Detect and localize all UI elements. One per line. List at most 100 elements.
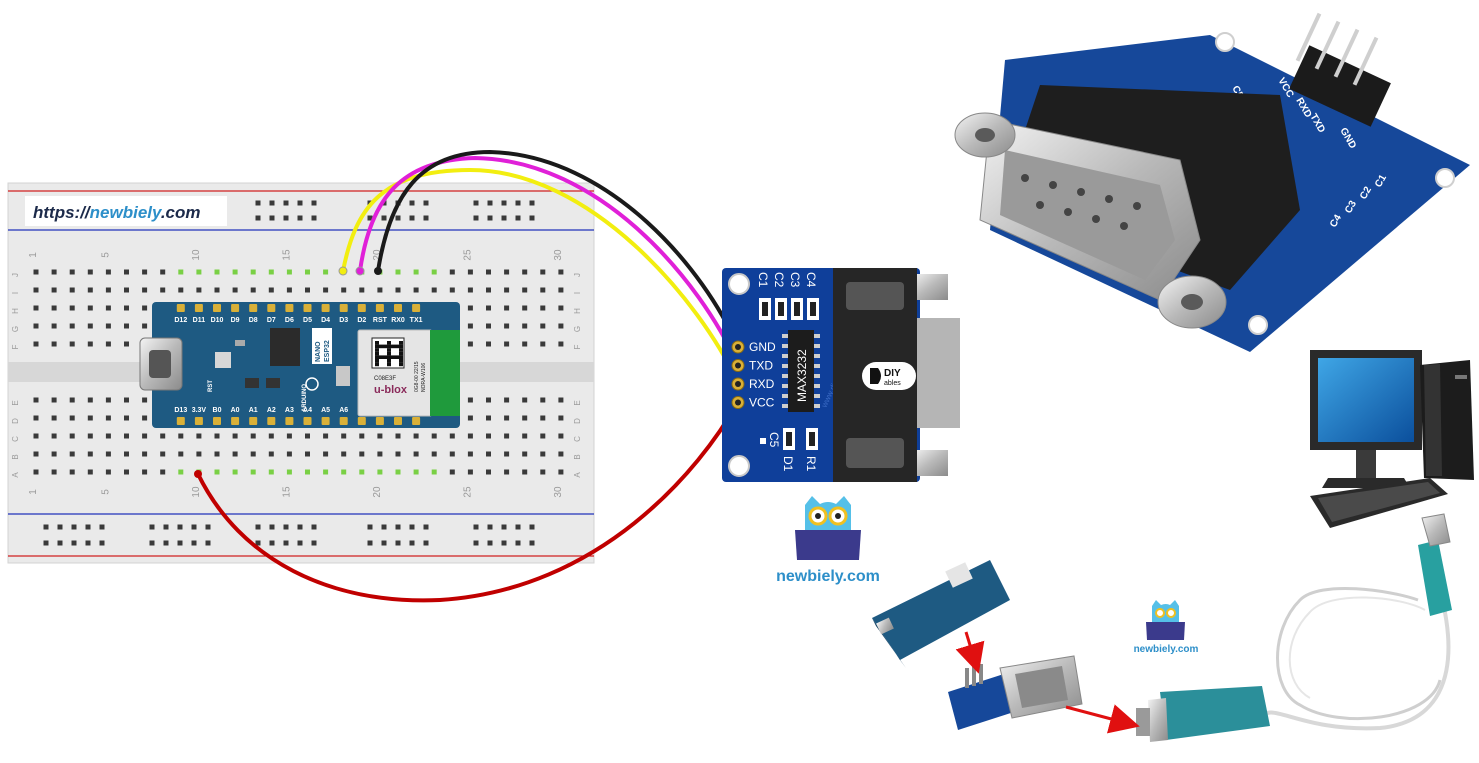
breadboard-hole bbox=[124, 469, 129, 475]
breadboard-hole bbox=[105, 269, 111, 275]
breadboard-hole bbox=[142, 323, 148, 329]
rail-hole bbox=[501, 215, 507, 221]
c5-label: C5 bbox=[767, 432, 781, 448]
breadboard-hole bbox=[486, 323, 491, 329]
breadboard-hole bbox=[69, 305, 75, 311]
breadboard-hole bbox=[341, 451, 347, 457]
chip-model: NORA-W106 bbox=[421, 363, 427, 392]
breadboard-hole bbox=[232, 469, 238, 475]
breadboard-hole bbox=[341, 287, 347, 293]
breadboard-hole bbox=[486, 415, 491, 421]
rail-hole bbox=[395, 524, 401, 530]
breadboard-hole bbox=[522, 415, 528, 421]
rail-hole bbox=[283, 200, 289, 206]
breadboard-hole bbox=[540, 397, 546, 403]
breadboard-hole bbox=[214, 269, 220, 275]
breadboard-hole bbox=[522, 287, 528, 293]
arduino-pin-label: RX0 bbox=[391, 317, 405, 324]
owl-mascot-icon bbox=[795, 496, 861, 560]
breadboard-hole bbox=[486, 469, 491, 475]
breadboard-hole bbox=[142, 397, 148, 403]
arduino-pin-label: A3 bbox=[285, 407, 294, 414]
column-number: 15 bbox=[281, 486, 292, 498]
breadboard-hole bbox=[286, 469, 292, 475]
capacitor-label: C1 bbox=[756, 272, 770, 288]
rail-hole bbox=[501, 524, 507, 530]
breadboard-hole bbox=[395, 451, 401, 457]
breadboard-hole bbox=[395, 469, 401, 475]
breadboard-hole bbox=[449, 433, 455, 439]
row-letter: J bbox=[11, 273, 20, 277]
chip-label: MAX3232 bbox=[795, 349, 809, 402]
breadboard-hole bbox=[377, 433, 383, 439]
breadboard-hole bbox=[522, 341, 528, 347]
breadboard-hole bbox=[124, 341, 129, 347]
arduino-pin-label: 3.3V bbox=[192, 407, 207, 414]
breadboard-hole bbox=[486, 269, 491, 275]
breadboard-hole bbox=[232, 287, 238, 293]
reset-button bbox=[215, 352, 231, 368]
breadboard-hole bbox=[395, 269, 401, 275]
badge-prefix: https:// bbox=[33, 203, 92, 222]
breadboard-hole bbox=[522, 323, 528, 329]
breadboard-hole bbox=[540, 469, 546, 475]
breadboard-hole bbox=[395, 287, 401, 293]
breadboard-hole bbox=[268, 451, 274, 457]
breadboard-hole bbox=[467, 469, 473, 475]
breadboard-hole bbox=[124, 397, 129, 403]
arduino-pin-label: D6 bbox=[285, 317, 294, 324]
website-badge: https://newbiely.com bbox=[25, 196, 227, 226]
arduino-pin-label: D4 bbox=[321, 317, 330, 324]
rail-hole bbox=[395, 215, 401, 221]
breadboard-hole bbox=[504, 433, 510, 439]
row-letter: C bbox=[11, 436, 20, 442]
breadboard-hole bbox=[504, 415, 510, 421]
rail-hole bbox=[269, 200, 275, 206]
breadboard-hole bbox=[105, 305, 111, 311]
usb-serial-cable-icon bbox=[1136, 513, 1452, 742]
breadboard-hole bbox=[51, 469, 57, 475]
breadboard-hole bbox=[286, 287, 292, 293]
breadboard-hole bbox=[286, 451, 292, 457]
breadboard-hole bbox=[522, 397, 528, 403]
arduino-pin-label: D13 bbox=[174, 407, 187, 414]
breadboard-hole bbox=[160, 469, 166, 475]
breadboard-hole bbox=[196, 433, 202, 439]
breadboard-hole bbox=[540, 323, 546, 329]
rail-hole bbox=[515, 540, 521, 546]
badge-name: newbiely bbox=[90, 203, 163, 222]
rail-hole bbox=[515, 215, 521, 221]
breadboard-hole bbox=[178, 287, 184, 293]
breadboard-hole bbox=[69, 433, 75, 439]
breadboard-hole bbox=[504, 451, 510, 457]
breadboard-hole bbox=[250, 451, 256, 457]
breadboard-hole bbox=[558, 323, 564, 329]
breadboard-hole bbox=[467, 451, 473, 457]
rail-hole bbox=[367, 524, 373, 530]
breadboard-hole bbox=[377, 469, 383, 475]
max3232-chip bbox=[788, 330, 814, 412]
wire-magenta bbox=[358, 155, 740, 366]
rail-hole bbox=[71, 540, 77, 546]
breadboard-hole bbox=[87, 323, 93, 329]
processor-chip bbox=[270, 328, 300, 366]
d1-label: D1 bbox=[781, 456, 795, 472]
breadboard-hole bbox=[51, 341, 57, 347]
breadboard-hole bbox=[431, 469, 437, 475]
breadboard-hole bbox=[540, 433, 546, 439]
breadboard-hole bbox=[33, 415, 39, 421]
row-letter: F bbox=[573, 344, 582, 349]
breadboard-hole bbox=[33, 469, 39, 475]
logo-bottom-text: ables bbox=[884, 380, 901, 387]
breadboard-hole bbox=[105, 433, 111, 439]
breadboard-hole bbox=[486, 433, 491, 439]
rail-hole bbox=[473, 215, 479, 221]
rail-hole bbox=[205, 540, 211, 546]
arduino-pin-label: D5 bbox=[303, 317, 312, 324]
computer-icon bbox=[1310, 350, 1474, 528]
rail-hole bbox=[423, 540, 429, 546]
